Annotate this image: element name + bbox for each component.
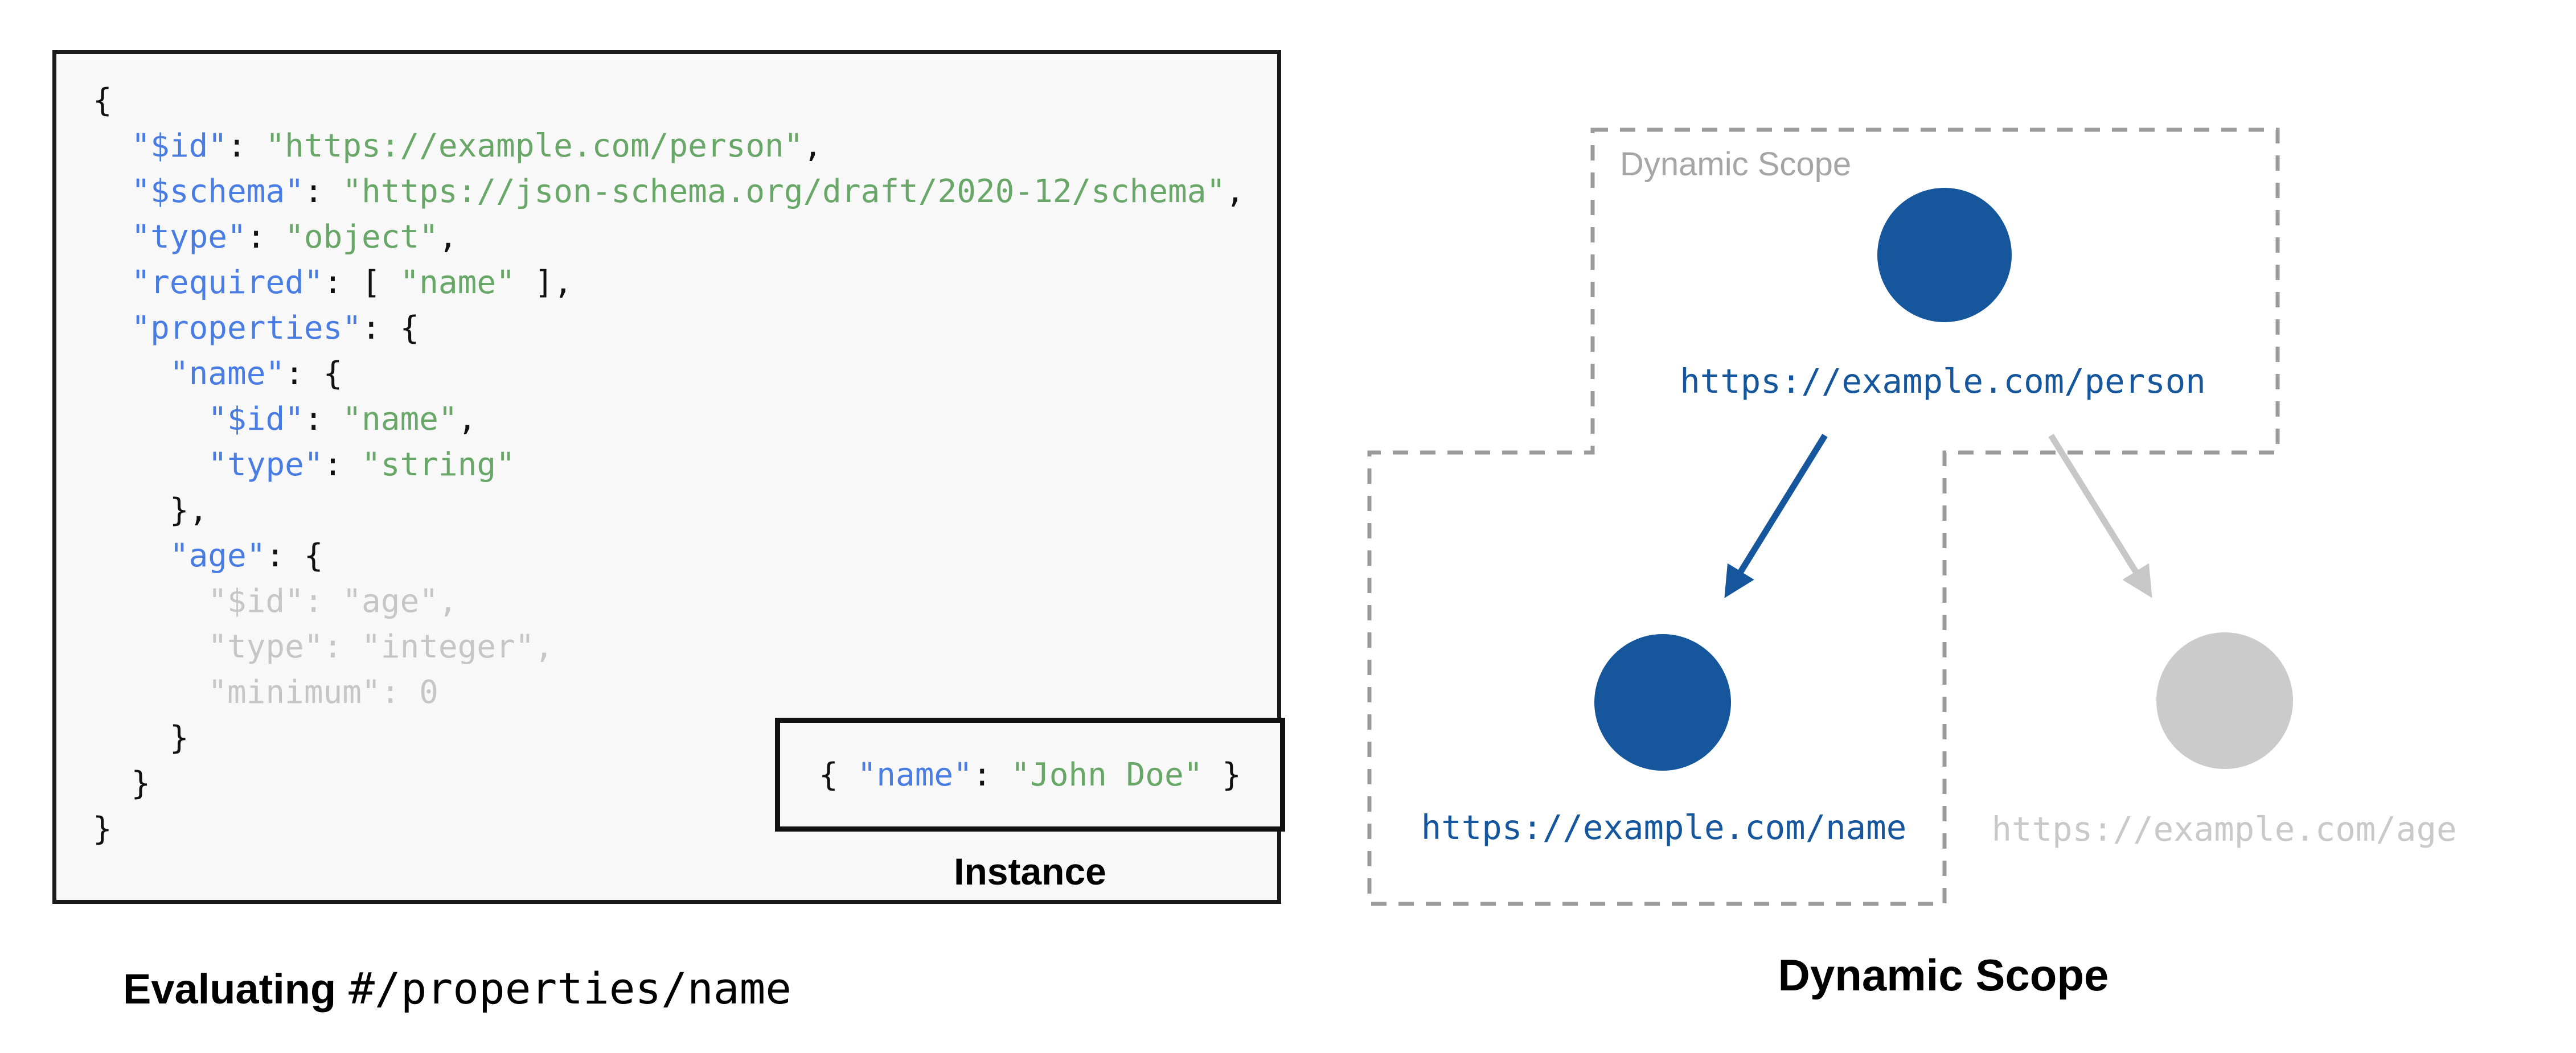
schema-code-line: }	[93, 807, 1245, 852]
code-token: :	[303, 401, 343, 438]
code-token: : {	[285, 355, 343, 392]
code-token: ,	[1225, 173, 1245, 210]
code-token: "properties"	[131, 310, 362, 347]
code-token: ,	[457, 401, 477, 438]
age-node-circle	[2156, 632, 2293, 769]
code-token: "$id"	[131, 127, 228, 164]
left-caption-pointer: #/properties/name	[348, 963, 792, 1014]
name-node-url: https://example.com/name	[1421, 808, 1907, 847]
dynamic-scope-inner-label: Dynamic Scope	[1620, 146, 1851, 183]
code-token: "name"	[857, 756, 973, 793]
code-token: ,	[803, 127, 823, 164]
arrow-person-to-name	[1724, 434, 1828, 598]
code-token: "name"	[342, 401, 458, 438]
schema-code-line: "age": {	[93, 533, 1245, 579]
schema-code-line: }	[93, 715, 1245, 761]
dynamic-scope-outline	[1367, 127, 2280, 906]
schema-code-line: "properties": {	[93, 306, 1245, 351]
schema-code-line: "type": "string"	[93, 442, 1245, 488]
instance-box: { "name": "John Doe" }	[775, 718, 1285, 832]
code-token: }	[93, 719, 189, 756]
schema-code-line: "$schema": "https://json-schema.org/draf…	[93, 169, 1245, 215]
instance-code-line: { "name": "John Doe" }	[819, 756, 1241, 793]
code-token: "https://example.com/person"	[265, 127, 803, 164]
code-token: :	[323, 446, 362, 483]
instance-code: { "name": "John Doe" }	[819, 756, 1241, 793]
code-token: "type": "integer",	[93, 628, 554, 665]
code-token: "name"	[169, 355, 285, 392]
code-token: :	[227, 127, 266, 164]
schema-code-block: { "$id": "https://example.com/person", "…	[93, 78, 1245, 852]
age-node-url: https://example.com/age	[1992, 809, 2457, 849]
code-token: "object"	[285, 219, 438, 256]
schema-code-line: "required": [ "name" ],	[93, 260, 1245, 306]
left-caption-keyword: Evaluating	[123, 965, 337, 1013]
code-token: "$schema"	[131, 173, 304, 210]
code-token: : [	[323, 264, 400, 301]
person-node-url: https://example.com/person	[1680, 361, 2206, 401]
code-token: ,	[438, 219, 458, 256]
code-token: {	[93, 82, 112, 119]
schema-code-line: "$id": "name",	[93, 397, 1245, 442]
schema-code-line: "$id": "https://example.com/person",	[93, 124, 1245, 169]
code-token: : {	[362, 310, 420, 347]
name-node-circle	[1594, 634, 1731, 771]
code-token: :	[246, 219, 285, 256]
code-token: }	[1203, 756, 1241, 793]
code-token: :	[303, 173, 343, 210]
schema-code-line: },	[93, 488, 1245, 533]
left-caption: Evaluating #/properties/name	[123, 963, 791, 1014]
code-token: "$id"	[208, 401, 304, 438]
code-token: "age"	[169, 537, 266, 574]
code-token: "John Doe"	[1011, 756, 1203, 793]
schema-code-line: "type": "integer",	[93, 624, 1245, 670]
code-token: {	[819, 756, 858, 793]
code-token: "string"	[362, 446, 515, 483]
code-token: : {	[265, 537, 323, 574]
arrow-person-to-age	[2048, 434, 2152, 598]
code-token: "type"	[208, 446, 323, 483]
schema-code-line: "name": {	[93, 351, 1245, 397]
code-token: "name"	[400, 264, 515, 301]
schema-code-line: }	[93, 761, 1245, 807]
schema-panel: { "$id": "https://example.com/person", "…	[52, 50, 1285, 904]
schema-code-line: "minimum": 0	[93, 670, 1245, 715]
instance-label: Instance	[954, 850, 1106, 892]
code-token: },	[93, 492, 208, 529]
right-caption: Dynamic Scope	[1778, 950, 2109, 1000]
person-node-circle	[1877, 188, 2012, 322]
code-token: "https://json-schema.org/draft/2020-12/s…	[342, 173, 1226, 210]
code-token: }	[93, 765, 151, 802]
schema-code-line: "type": "object",	[93, 215, 1245, 260]
code-token: :	[972, 756, 1011, 793]
code-token: "required"	[131, 264, 323, 301]
code-token: ],	[515, 264, 573, 301]
schema-code-line: "$id": "age",	[93, 579, 1245, 624]
code-token: "minimum": 0	[93, 674, 438, 711]
schema-code-line: {	[93, 78, 1245, 124]
code-token: }	[93, 811, 112, 848]
code-token: "type"	[131, 219, 247, 256]
code-token: "$id": "age",	[93, 583, 458, 620]
